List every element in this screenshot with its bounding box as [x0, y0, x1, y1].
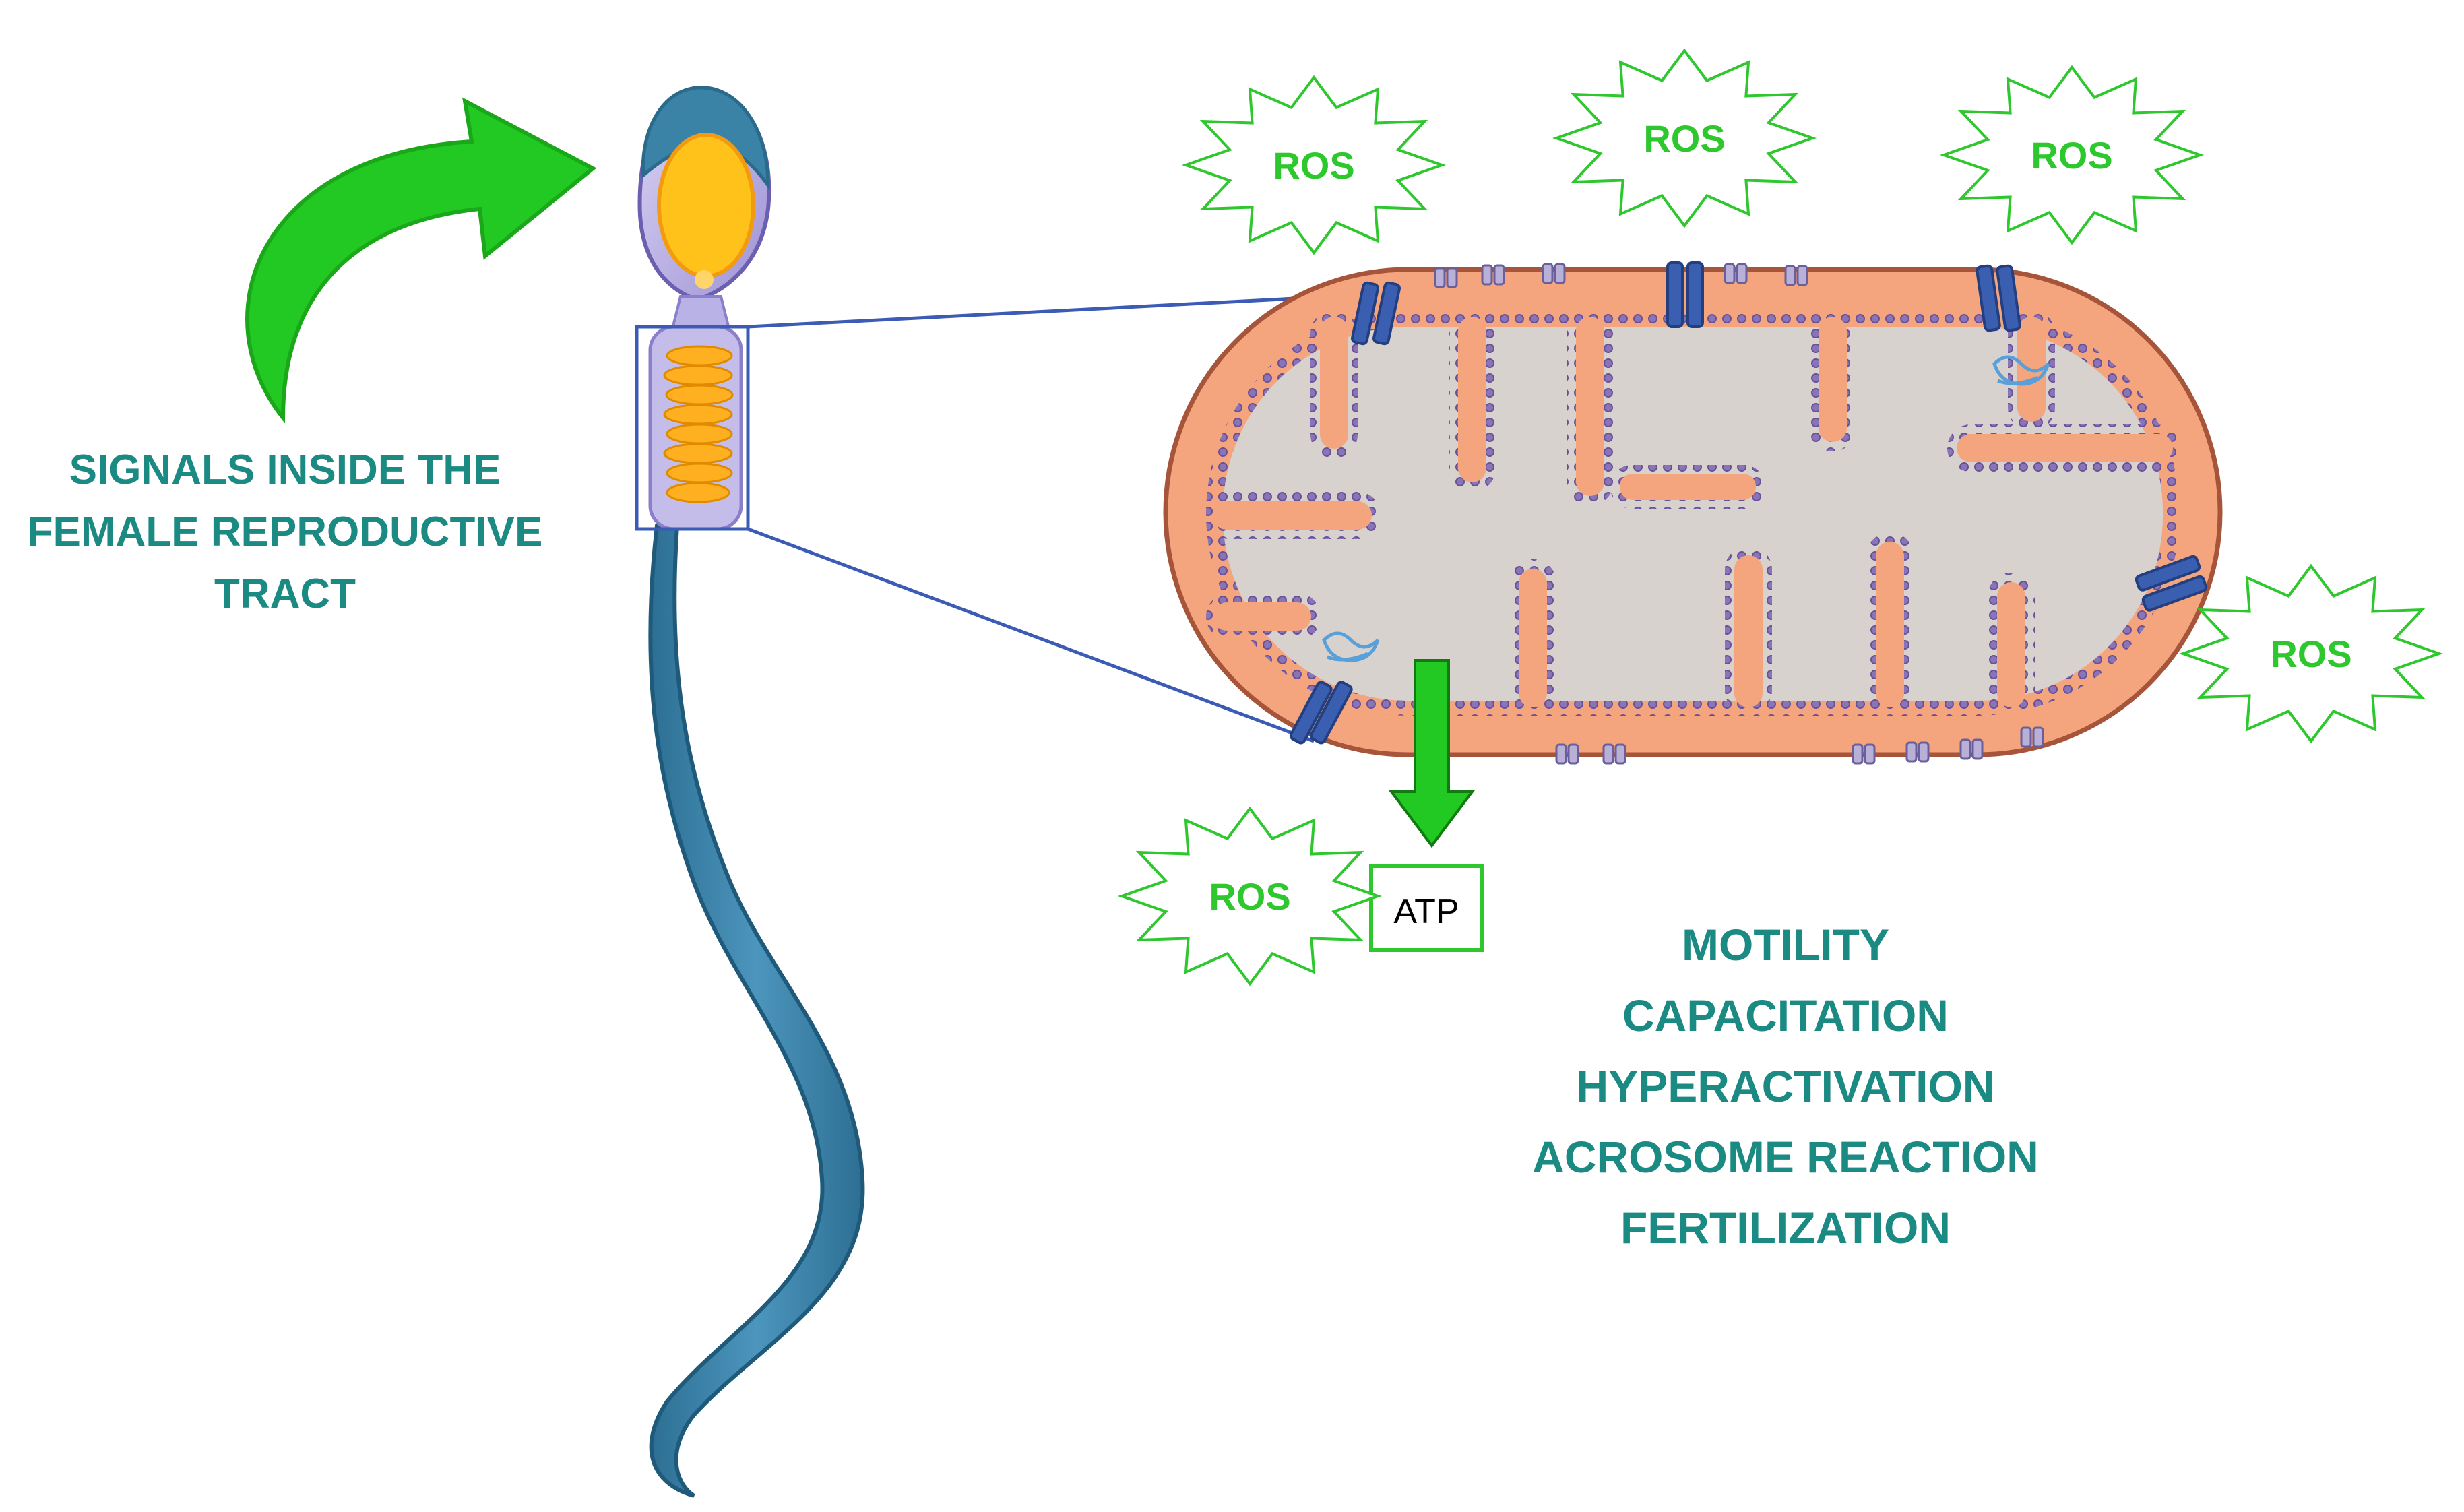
atp-label: ATP [1393, 892, 1459, 931]
zoom-box [635, 325, 750, 531]
signals-line-2: FEMALE REPRODUCTIVE [28, 509, 543, 555]
midpiece-mitochondria [663, 345, 734, 503]
functions-list: MOTILITY CAPACITATION HYPERACTIVATION AC… [1532, 920, 2039, 1253]
centriole [695, 270, 714, 289]
zoom-lines [747, 294, 1335, 743]
channel-icon [1351, 281, 1401, 346]
function-capacitation: CAPACITATION [1622, 990, 1949, 1040]
ros-burst-shape [1939, 65, 2205, 245]
channel-icon [1289, 681, 1353, 745]
ros-burst: ROS [1117, 806, 1383, 986]
curved-arrow-icon [245, 97, 597, 424]
channel-icon [2135, 555, 2208, 612]
ros-label: ROS [1209, 875, 1290, 918]
function-fertilization: FERTILIZATION [1620, 1203, 1951, 1253]
ros-burst: ROS [1939, 65, 2205, 245]
function-motility: MOTILITY [1682, 920, 1889, 970]
function-hyperactivation: HYPERACTIVATION [1577, 1061, 1995, 1111]
ros-burst: ROS [1552, 48, 1817, 228]
ros-burst: ROS [1181, 75, 1447, 255]
nucleus [657, 133, 755, 278]
signals-line-3: TRACT [214, 571, 356, 617]
function-acrosome-reaction: ACROSOME REACTION [1532, 1132, 2039, 1182]
channel-icon [1976, 264, 2021, 332]
channel-icon [1666, 261, 1704, 328]
outer-membrane-proteins [1434, 263, 2044, 765]
ros-label: ROS [1643, 117, 1725, 160]
ros-burst-shape [1552, 48, 1817, 228]
mtdna-icon [1322, 355, 2050, 662]
signals-label: SIGNALS INSIDE THE FEMALE REPRODUCTIVE T… [28, 447, 543, 617]
atp-arrow-icon [1389, 659, 1475, 848]
ros-label: ROS [2031, 134, 2112, 177]
mitochondrion [1163, 261, 2223, 765]
sperm-cell [635, 85, 865, 1498]
ros-label: ROS [2270, 633, 2351, 675]
ros-burst-shape [2178, 563, 2444, 744]
sperm-tail [648, 524, 865, 1498]
ros-burst-shape [1117, 806, 1383, 986]
ros-burst: ROS [2178, 563, 2444, 744]
membrane-channels [1289, 261, 2208, 745]
cristae [1206, 310, 2180, 714]
ros-bursts: ROS ROS ROS ROS ROS [1117, 48, 2444, 986]
ros-label: ROS [1273, 144, 1354, 187]
ros-burst-shape [1181, 75, 1447, 255]
signals-line-1: SIGNALS INSIDE THE [69, 447, 501, 493]
atp-box: ATP [1369, 864, 1484, 952]
